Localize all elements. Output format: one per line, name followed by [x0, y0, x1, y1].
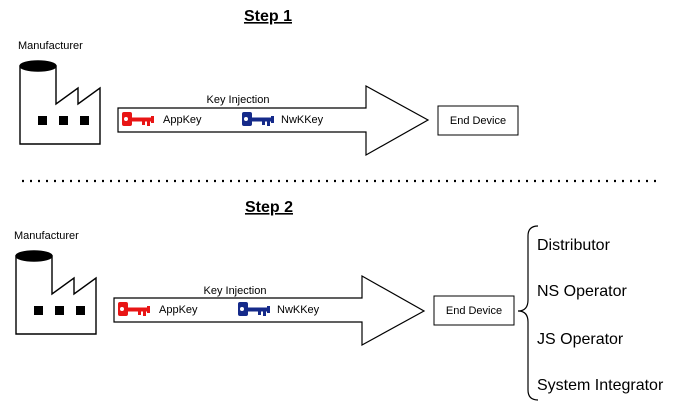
step-1-nwkkey-label: NwKKey [281, 114, 324, 126]
step-2-section: Step 2 Manufacturer Key Injection AppKey… [14, 199, 664, 401]
step-1-end-device-box [437, 105, 519, 136]
step-1-section: Step 1 Manufacturer Key Injection AppKey… [18, 8, 519, 157]
roles-brace [517, 225, 539, 401]
step-1-title: Step 1 [244, 8, 292, 25]
step-1-manufacturer-label: Manufacturer [18, 40, 83, 52]
step-2-end-device-box [433, 295, 515, 326]
role-js-operator: JS Operator [537, 331, 624, 348]
step-1-factory-icon [19, 60, 101, 145]
step-2-factory-icon [15, 250, 97, 335]
step-1-appkey-label: AppKey [163, 114, 202, 126]
step-1-end-device-label: End Device [450, 115, 506, 127]
step-2-manufacturer-label: Manufacturer [14, 230, 79, 242]
step-2-end-device-label: End Device [446, 305, 502, 317]
role-distributor: Distributor [537, 237, 611, 254]
step-2-arrow-label: Key Injection [204, 285, 267, 297]
step-2-nwkkey-label: NwKKey [277, 304, 320, 316]
step-2-title: Step 2 [245, 199, 293, 216]
role-ns-operator: NS Operator [537, 283, 627, 300]
step-1-arrow-label: Key Injection [207, 94, 270, 106]
role-system-integrator: System Integrator [537, 377, 664, 394]
step-2-appkey-label: AppKey [159, 304, 198, 316]
